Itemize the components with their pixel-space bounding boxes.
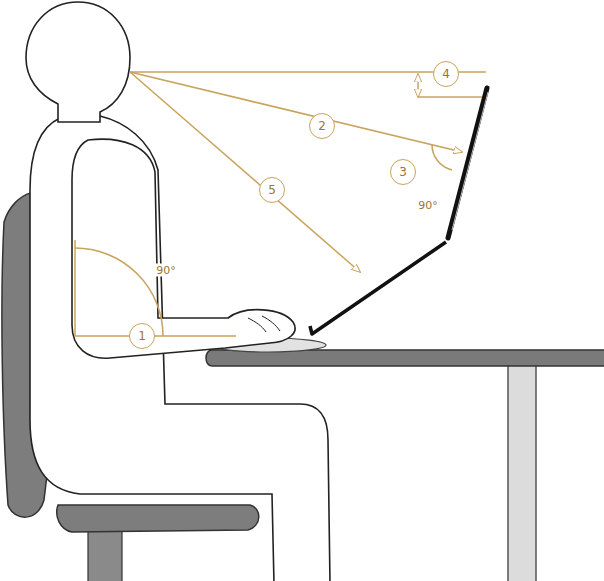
callout-number: 3: [390, 159, 416, 185]
callout-number: 1: [129, 323, 155, 349]
finger-lines: [248, 316, 280, 332]
callout-number: 4: [433, 61, 459, 87]
elbow-angle-arc: [75, 248, 163, 336]
callout-number: 2: [309, 113, 335, 139]
body-outline: [30, 116, 330, 581]
angle-label: 90°: [416, 199, 440, 212]
screen-angle-arc: [432, 144, 452, 170]
laptop-base: [310, 242, 446, 334]
arm-outline: [72, 139, 295, 358]
sight-lines: [75, 72, 486, 336]
callout-number: 5: [259, 177, 285, 203]
arm-vertical-line: [74, 240, 76, 336]
laptop-screen: [448, 88, 487, 238]
desk-leg: [508, 364, 536, 581]
chair-stem: [88, 528, 122, 581]
viewing-line: [130, 72, 462, 152]
lower-viewing-line: [130, 72, 360, 272]
screen-edge: [452, 92, 488, 230]
head-outline: [26, 2, 130, 122]
chair-seat: [57, 505, 259, 532]
angle-label: 90°: [154, 264, 178, 277]
arm-horizontal-line: [75, 335, 236, 337]
screen-top-line: [418, 96, 482, 98]
height-dimension: [417, 74, 419, 97]
